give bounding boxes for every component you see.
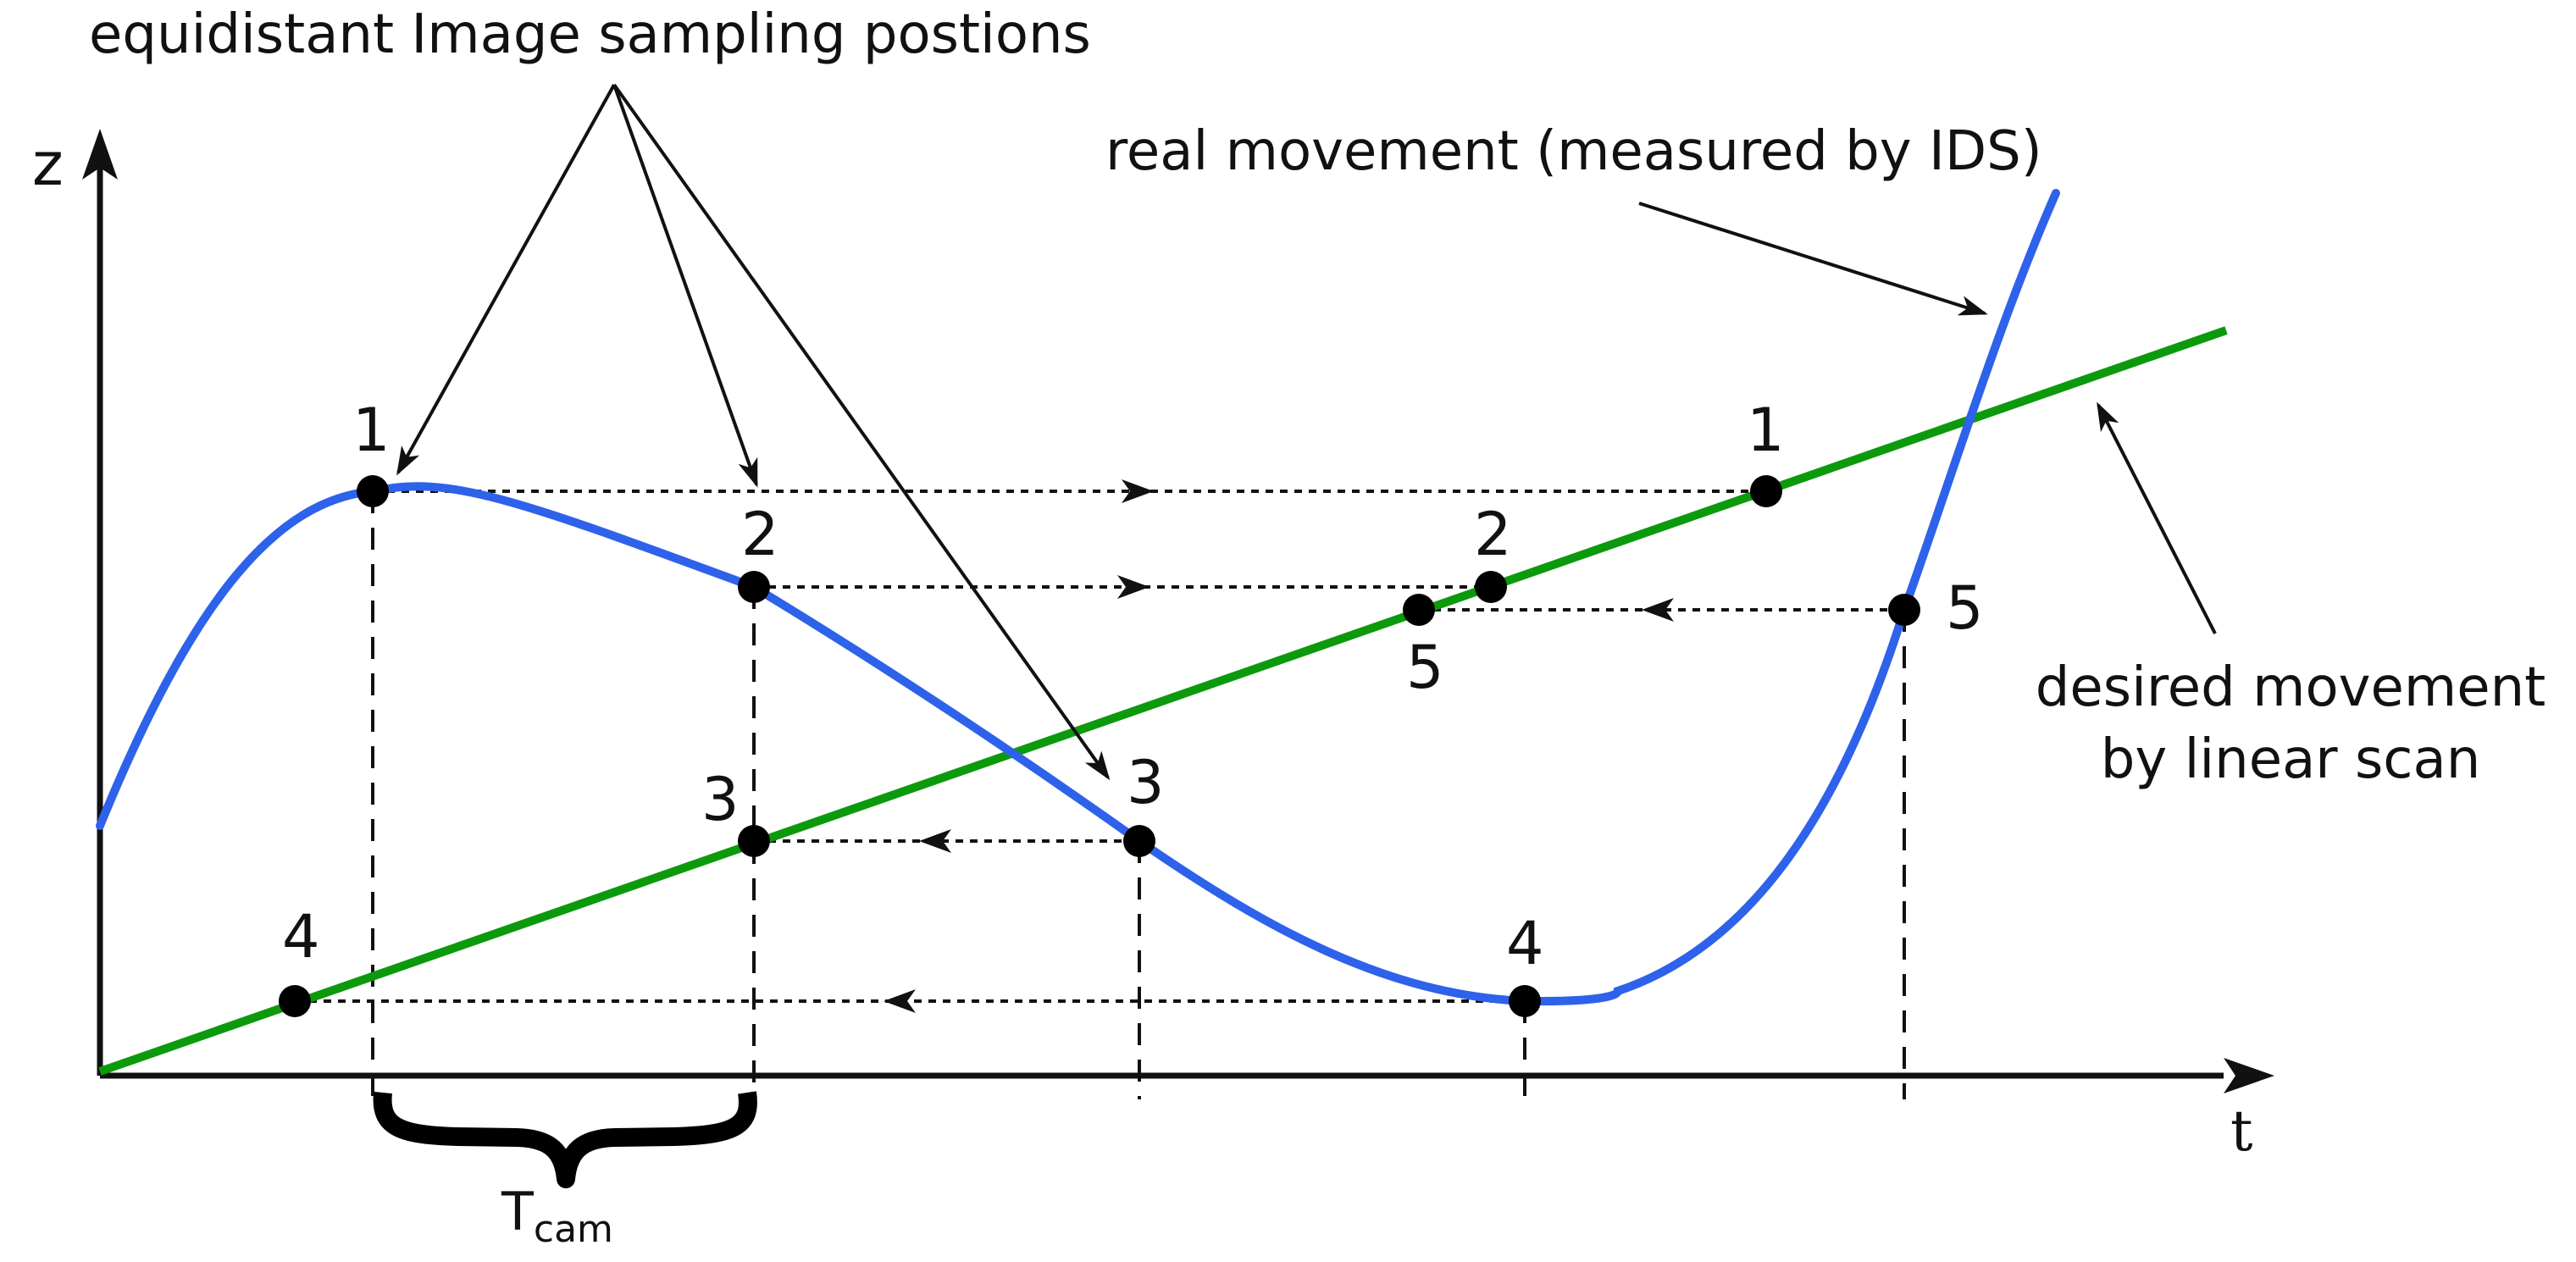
desired-points bbox=[279, 475, 1782, 1017]
real-point-2 bbox=[738, 571, 770, 603]
z-axis-label: z bbox=[32, 130, 64, 199]
desired-point-5-label: 5 bbox=[1406, 633, 1444, 702]
tcam-brace bbox=[373, 1091, 757, 1188]
real-point-2-label: 2 bbox=[741, 500, 779, 569]
sampling-callout-arrow-1 bbox=[396, 84, 616, 476]
desired-point-3 bbox=[738, 825, 770, 857]
z-axis-arrow-icon bbox=[82, 129, 118, 180]
real-point-3-label: 3 bbox=[1127, 748, 1165, 817]
real-point-4 bbox=[1509, 985, 1541, 1017]
real-movement-callout-arrow bbox=[1638, 202, 1988, 316]
desired-movement-line bbox=[98, 326, 2228, 1076]
tcam-label-sub: cam bbox=[534, 1208, 613, 1251]
desired-point-5 bbox=[1403, 594, 1435, 626]
real-movement-annotation: real movement (measured by IDS) bbox=[1105, 120, 2042, 183]
desired-point-4 bbox=[279, 985, 311, 1017]
point-labels: 1 2 3 4 5 1 2 3 4 5 bbox=[282, 396, 1984, 978]
projection-arrow-1-icon bbox=[1122, 479, 1154, 503]
desired-movement-annotation-line1: desired movement bbox=[2036, 656, 2546, 719]
desired-point-1-label: 1 bbox=[1747, 396, 1785, 465]
real-point-1-label: 1 bbox=[352, 396, 391, 465]
desired-point-2-label: 2 bbox=[1474, 500, 1512, 569]
sampling-callout-arrow-3 bbox=[612, 83, 1111, 781]
projection-arrow-4-icon bbox=[884, 989, 916, 1013]
real-movement-curve bbox=[96, 189, 2060, 1006]
tcam-label-main: T bbox=[501, 1181, 535, 1243]
real-point-3 bbox=[1123, 825, 1155, 857]
projection-arrow-5-icon bbox=[1642, 598, 1674, 622]
real-point-5 bbox=[1888, 594, 1920, 626]
t-axis-label: t bbox=[2230, 1099, 2253, 1164]
real-points bbox=[357, 475, 1920, 1017]
callout-arrows bbox=[396, 83, 2217, 781]
desired-point-4-label: 4 bbox=[282, 902, 320, 971]
projection-arrows bbox=[884, 479, 1674, 1013]
desired-point-2 bbox=[1475, 571, 1507, 603]
projection-arrow-2-icon bbox=[1117, 575, 1150, 599]
projection-arrow-3-icon bbox=[919, 829, 951, 853]
desired-movement-callout-arrow bbox=[2097, 401, 2217, 634]
real-point-1 bbox=[357, 475, 389, 507]
real-point-4-label: 4 bbox=[1506, 909, 1544, 978]
t-axis-arrow-icon bbox=[2224, 1058, 2274, 1093]
desired-movement-annotation-line2: by linear scan bbox=[2101, 728, 2481, 791]
axes: z t bbox=[32, 129, 2274, 1164]
tcam-label: Tcam bbox=[501, 1181, 613, 1251]
projection-lines bbox=[295, 490, 1904, 1003]
desired-point-1 bbox=[1750, 475, 1782, 507]
desired-point-3-label: 3 bbox=[701, 765, 740, 834]
real-point-5-label: 5 bbox=[1946, 573, 1984, 643]
sampling-callout-arrow-2 bbox=[612, 84, 758, 488]
sampling-positions-annotation: equidistant Image sampling postions bbox=[89, 3, 1091, 66]
